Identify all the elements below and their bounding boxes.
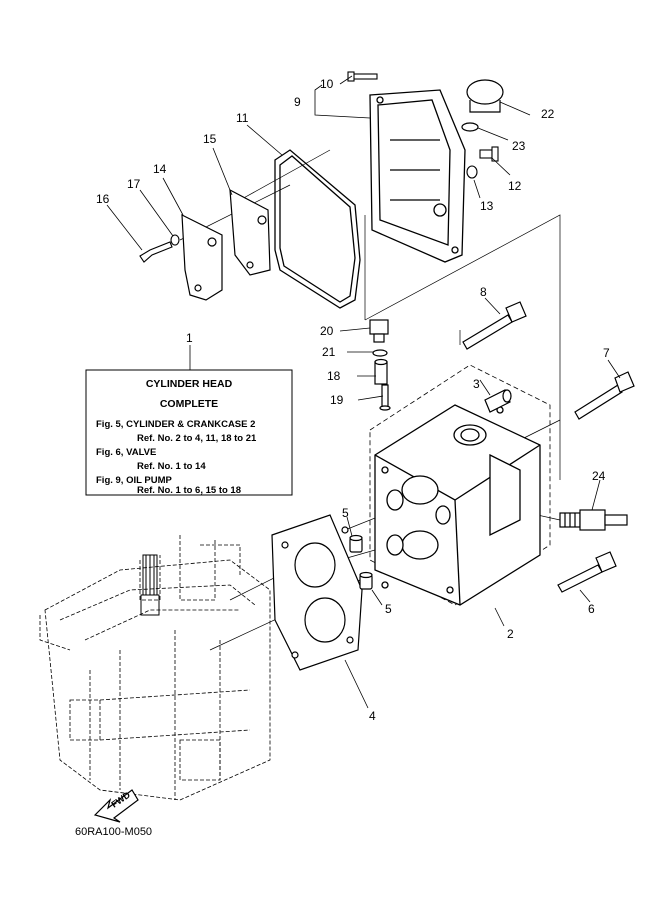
- callout-23: 23: [512, 139, 526, 153]
- plate-15: [229, 188, 271, 276]
- callout-4: 4: [369, 709, 376, 723]
- plug-20: [369, 319, 389, 343]
- callout-6: 6: [588, 602, 595, 616]
- fwd-arrow: FWD: [93, 789, 139, 823]
- plate-14: [181, 214, 223, 301]
- anode-18: [374, 358, 388, 385]
- info-box-title-2: COMPLETE: [160, 398, 218, 410]
- head-cover: [369, 89, 466, 263]
- info-box-line-5: Fig. 9, OIL PUMP: [96, 475, 172, 486]
- info-box: 1 CYLINDER HEAD COMPLETE Fig. 5, CYLINDE…: [85, 331, 293, 496]
- bolt-8: [462, 301, 527, 350]
- engine-block-outline: [39, 535, 271, 801]
- callout-15: 15: [203, 132, 217, 146]
- callout-18: 18: [327, 369, 341, 383]
- callout-19: 19: [330, 393, 344, 407]
- callout-13: 13: [480, 199, 494, 213]
- cylinder-head: [374, 404, 541, 606]
- info-box-line-2: Ref. No. 2 to 4, 11, 18 to 21: [137, 433, 257, 444]
- info-box-line-4: Ref. No. 1 to 14: [137, 461, 206, 472]
- callout-24: 24: [592, 469, 606, 483]
- callout-16: 16: [96, 192, 110, 206]
- callout-20: 20: [320, 324, 334, 338]
- bolt-12: [479, 146, 499, 162]
- info-box-line-1: Fig. 5, CYLINDER & CRANKCASE 2: [96, 419, 255, 430]
- washer-17: [170, 234, 180, 246]
- head-gasket: [271, 514, 363, 671]
- o-ring-23: [461, 122, 479, 132]
- info-box-title-1: CYLINDER HEAD: [146, 378, 233, 390]
- bolt-6: [557, 551, 617, 593]
- screw-10: [347, 71, 378, 82]
- callout-22: 22: [541, 107, 555, 121]
- washer-13: [466, 165, 478, 179]
- screw-16: [139, 241, 173, 263]
- screw-19: [379, 384, 391, 411]
- o-ring-21: [372, 349, 388, 357]
- callout-12: 12: [508, 179, 522, 193]
- callout-7: 7: [603, 346, 610, 360]
- leader-lines: [106, 75, 621, 709]
- crankshaft-end: [140, 554, 160, 616]
- callouts: 2 3 4 5 5 6 7 8 9 10 11 12 13 14 15 16 1…: [96, 77, 610, 723]
- spark-plug: [559, 509, 628, 531]
- head-envelope: [369, 364, 551, 606]
- part-3-plug: [484, 389, 512, 413]
- bolt-7: [574, 371, 635, 420]
- callout-5-upper: 5: [342, 506, 349, 520]
- callout-14: 14: [153, 162, 167, 176]
- oil-filler-cap: [466, 79, 504, 113]
- callout-1: 1: [186, 331, 193, 345]
- diagram-code: 60RA100-M050: [75, 826, 152, 838]
- callout-10: 10: [320, 77, 334, 91]
- info-box-line-6: Ref. No. 1 to 6, 15 to 18: [137, 485, 241, 496]
- callout-2: 2: [507, 627, 514, 641]
- callout-11: 11: [236, 111, 249, 125]
- callout-9: 9: [294, 95, 301, 109]
- dowel-pin-upper: [349, 534, 363, 553]
- dowel-pin-lower: [359, 571, 373, 590]
- callout-8: 8: [480, 285, 487, 299]
- callout-21: 21: [322, 345, 336, 359]
- cover-gasket: [274, 149, 361, 309]
- callout-3: 3: [473, 377, 480, 391]
- info-box-line-3: Fig. 6, VALVE: [96, 447, 156, 458]
- callout-17: 17: [127, 177, 141, 191]
- callout-5-lower: 5: [385, 602, 392, 616]
